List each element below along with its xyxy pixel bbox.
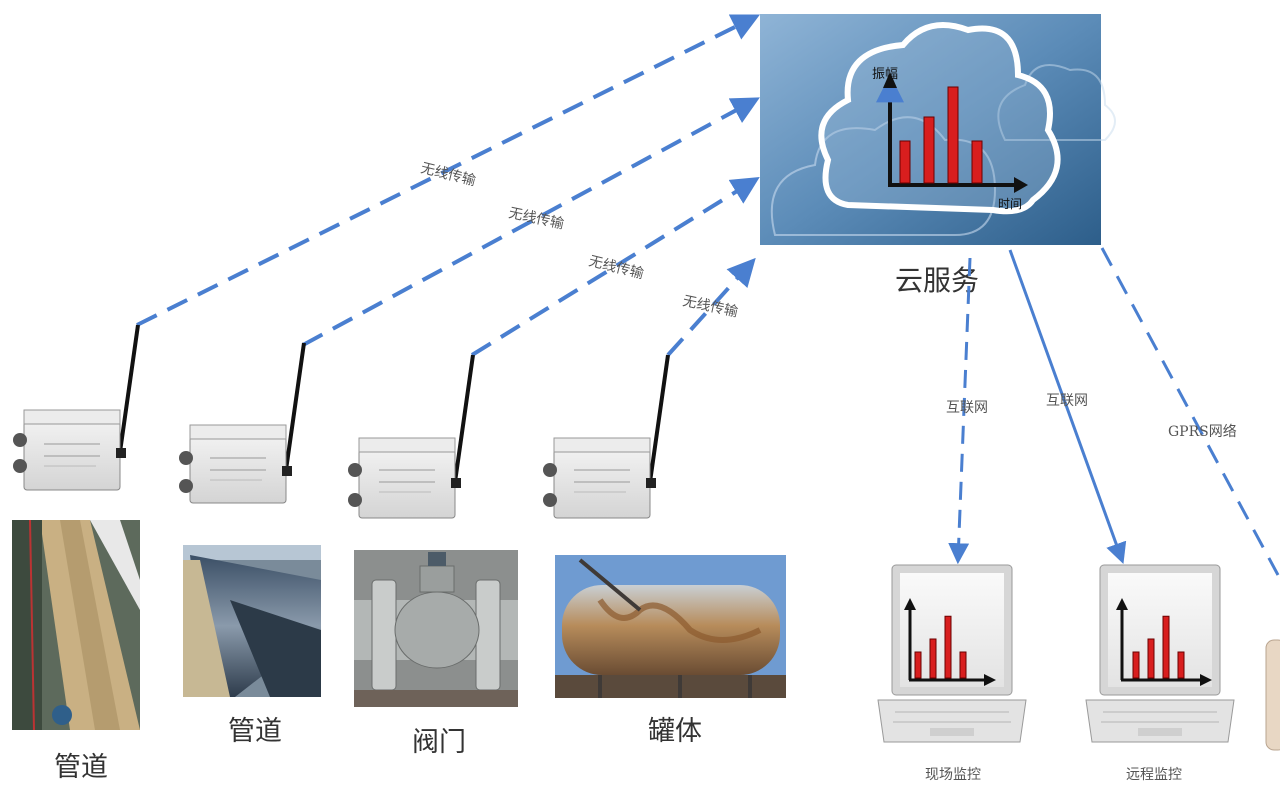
photo-pipeline-2 <box>183 545 321 697</box>
cloud-bar-2 <box>923 116 935 184</box>
laptop-remote-bar-2 <box>1147 638 1155 679</box>
cloud-bar-3 <box>947 86 959 184</box>
laptop-remote-bar-1 <box>1132 651 1140 679</box>
internet-link-label-2: 互联网 <box>1046 393 1088 409</box>
caption-pipeline-1: 管道 <box>54 752 108 783</box>
wireless-link-1 <box>136 14 761 327</box>
cloud-bars <box>899 86 983 184</box>
laptop-onsite-bar-2 <box>929 638 937 679</box>
caption-valve: 阀门 <box>412 727 466 758</box>
wireless-links <box>136 14 761 357</box>
laptop-remote-bar-4 <box>1177 651 1185 679</box>
wireless-link-label-4: 无线传输 <box>681 293 739 320</box>
photo-valve <box>354 550 518 707</box>
sensor-device-2 <box>179 342 306 504</box>
photo-tank <box>555 555 786 698</box>
phone-partial <box>1265 639 1280 751</box>
wireless-link-3 <box>470 177 760 357</box>
laptop-onsite-bars <box>914 615 967 679</box>
laptop-onsite-bar-4 <box>959 651 967 679</box>
cloud-chart: 振幅 时间 <box>872 67 1028 211</box>
laptop-onsite-bar-3 <box>944 615 952 679</box>
cloud-bar-1 <box>899 140 911 184</box>
wireless-link-4 <box>666 257 756 357</box>
internet-link-1 <box>948 257 972 565</box>
sensor-device-3 <box>348 354 475 519</box>
wireless-link-2 <box>302 97 760 347</box>
photo-pipeline-1 <box>12 519 140 731</box>
sensor-device-4 <box>543 354 670 519</box>
cloud-bar-4 <box>971 140 983 184</box>
gprs-link-label: GPRS网络 <box>1168 424 1237 440</box>
cloud-chart-y-label: 振幅 <box>872 67 898 82</box>
laptop-onsite <box>877 564 1027 743</box>
internet-link-2 <box>1008 249 1127 564</box>
internet-link-label-1: 互联网 <box>946 400 988 416</box>
laptop-onsite-bar-1 <box>914 651 922 679</box>
cloud-service-label: 云服务 <box>895 264 979 297</box>
caption-remote-monitor: 远程监控 <box>1126 767 1182 783</box>
laptop-remote-bar-3 <box>1162 615 1170 679</box>
caption-pipeline-2: 管道 <box>228 716 282 747</box>
caption-onsite-monitor: 现场监控 <box>925 767 981 783</box>
laptop-remote-bars <box>1132 615 1185 679</box>
cloud-service-panel: 振幅 时间 <box>760 14 1116 245</box>
client-links <box>948 247 1280 576</box>
caption-tank: 罐体 <box>648 716 702 747</box>
gprs-link <box>1100 247 1280 576</box>
cloud-chart-x-label: 时间 <box>998 197 1022 211</box>
laptop-remote <box>1085 564 1235 743</box>
sensor-device-1 <box>13 324 140 491</box>
wireless-link-label-1: 无线传输 <box>419 160 477 189</box>
